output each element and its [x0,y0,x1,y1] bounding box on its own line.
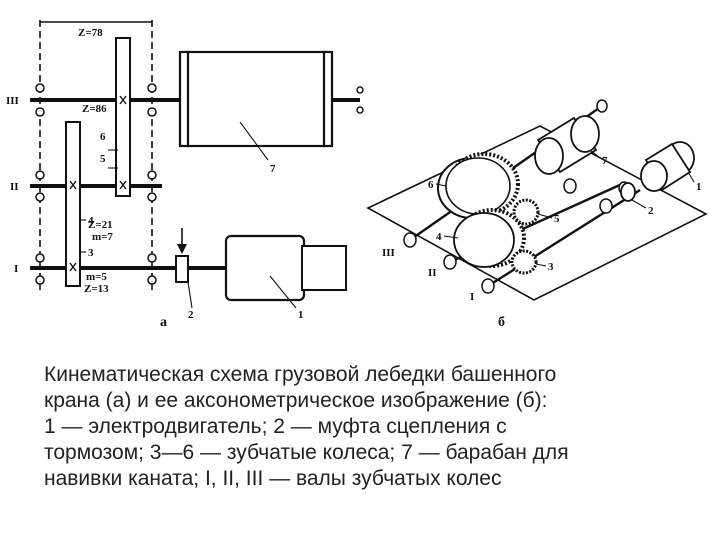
axo-part-4-label: 4 [436,231,442,243]
axo-coupling-2 [620,182,636,202]
axo-part-3-label: 3 [548,261,554,273]
kinematic-scheme [30,20,364,309]
caption-line-3: 1 — электродвигатель; 2 — муфта сцеплени… [44,415,507,438]
label-z86: Z=86 [82,103,107,115]
axo-motor-1-front [640,160,668,192]
caption-line-5: навивки каната; I, II, III — валы зубчат… [44,467,502,490]
gear-hub-crosses [69,95,127,272]
axo-part-5-label: 5 [554,213,560,225]
shaft-label-II: II [10,181,19,193]
part-7-label: 7 [270,163,276,175]
axo-drum-7-end-near [534,137,564,175]
coupling-2 [175,255,189,283]
shaft-label-I: I [14,263,18,275]
drum-7-flange-left [178,50,190,148]
axo-gear-5 [512,198,540,226]
part-4-label: 4 [88,215,94,227]
axo-shaft-label-III: III [382,247,395,259]
axo-part-1-label: 1 [696,181,702,193]
caption-line-4: тормозом; 3—6 — зубчатые колеса; 7 — бар… [44,441,569,464]
axo-part-2-label: 2 [648,205,654,217]
part-5-label: 5 [100,153,106,165]
gear-6 [115,37,131,197]
figure-caption: Кинематическая схема грузовой лебедки ба… [44,362,694,492]
shaft-III-end-bearing [356,86,364,94]
axo-shaft-label-I: I [470,291,474,303]
bearings [35,83,157,285]
axo-gear-6-face [445,157,511,215]
drum-7 [184,50,328,148]
gear-4 [65,121,81,287]
leader-lines-a [80,121,297,309]
leader-lines-b [435,149,695,267]
motor-1-rear [301,245,347,291]
part-1-label: 1 [298,309,304,321]
axo-part-7-label: 7 [602,155,608,167]
part-2-label: 2 [188,309,194,321]
winch-kinematic-figure: Z=78 Z=86 Z=21 m=7 m=5 Z=13 III II I 6 5… [6,20,708,330]
shaft-III-end-bearing-2 [356,106,364,114]
part-3-label: 3 [88,247,94,259]
label-m5: m=5 [86,271,107,283]
label-z21: Z=21 [88,219,113,231]
axo-shaft-I [487,188,641,288]
axo-gear-4 [453,212,515,268]
caption-line-1: Кинематическая схема грузовой лебедки ба… [44,363,557,386]
axo-part-6-label: 6 [428,179,434,191]
axo-gear-3 [510,249,538,275]
sublabel-a: а [160,315,167,330]
caption-line-2: крана (а) и ее аксонометрическое изображ… [44,389,548,412]
label-m7: m=7 [92,231,113,243]
drum-7-flange-right [322,50,334,148]
label-z78: Z=78 [78,27,103,39]
shaft-label-III: III [6,95,19,107]
part-6-label: 6 [100,131,106,143]
brake-arrow-head [177,244,187,254]
axonometric-labels: 6 4 5 3 7 1 2 III II I б [382,155,702,330]
axonometric-view [366,99,708,301]
axo-drum-7-end-far [570,115,600,153]
sublabel-b: б [498,315,505,330]
motor-1-body [224,234,306,302]
kinematic-scheme-labels: Z=78 Z=86 Z=21 m=7 m=5 Z=13 III II I 6 5… [6,27,304,330]
label-z13: Z=13 [84,283,109,295]
axo-shaft-label-II: II [428,267,437,279]
